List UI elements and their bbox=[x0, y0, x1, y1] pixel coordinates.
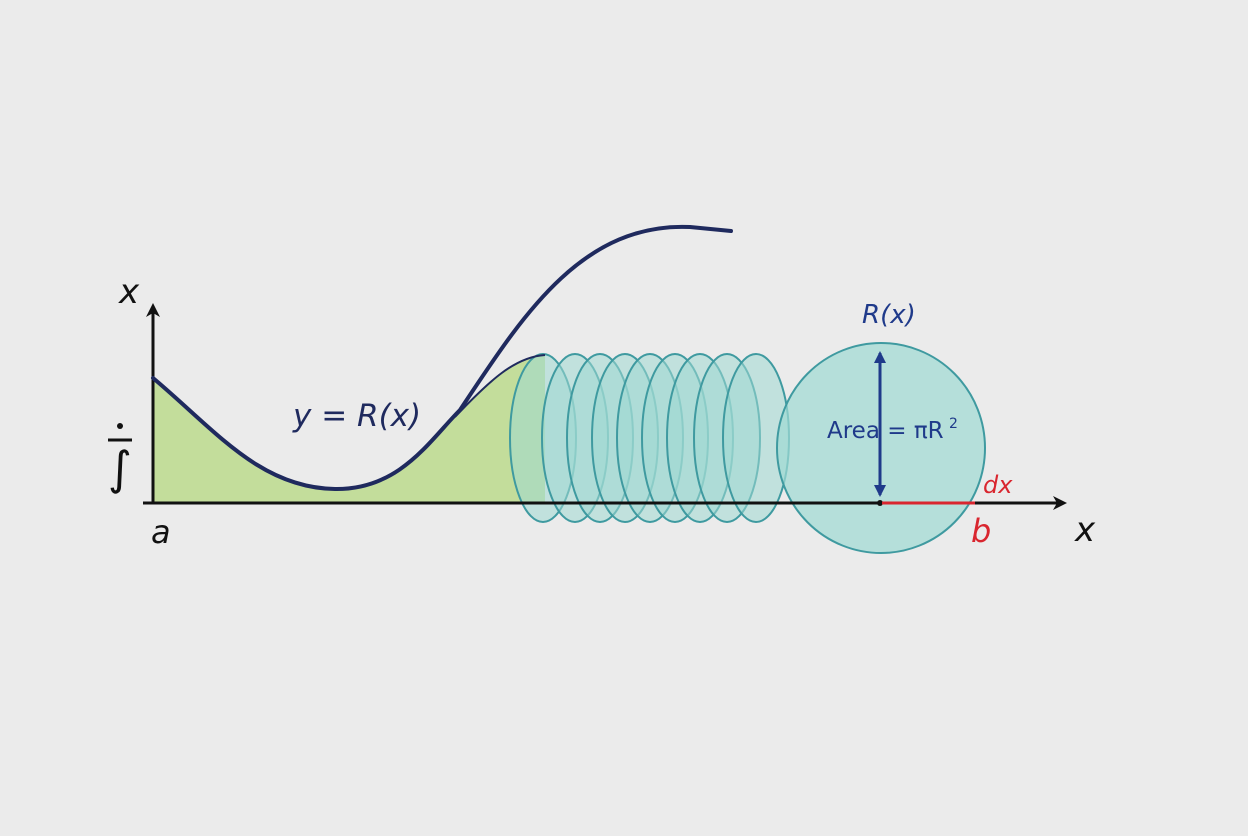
disk-slices bbox=[509, 353, 790, 523]
area-label: Area = πR bbox=[827, 418, 944, 444]
label-b: b bbox=[971, 512, 991, 550]
integral-dot bbox=[117, 423, 123, 429]
x-axis-label: x bbox=[1074, 510, 1096, 550]
radius-label: R(x) bbox=[862, 300, 916, 330]
curve-label: y = R(x) bbox=[292, 398, 421, 434]
label-dx: dx bbox=[983, 471, 1013, 499]
curve-r-of-x bbox=[151, 224, 733, 492]
curve-top-edge bbox=[454, 354, 546, 418]
label-a: a bbox=[151, 513, 171, 551]
area-under-curve bbox=[153, 355, 545, 503]
area-exponent: 2 bbox=[949, 416, 958, 432]
y-axis-label: x bbox=[118, 272, 140, 312]
disk-center-dot bbox=[877, 500, 883, 506]
integral-symbol: ∫ bbox=[108, 441, 132, 495]
